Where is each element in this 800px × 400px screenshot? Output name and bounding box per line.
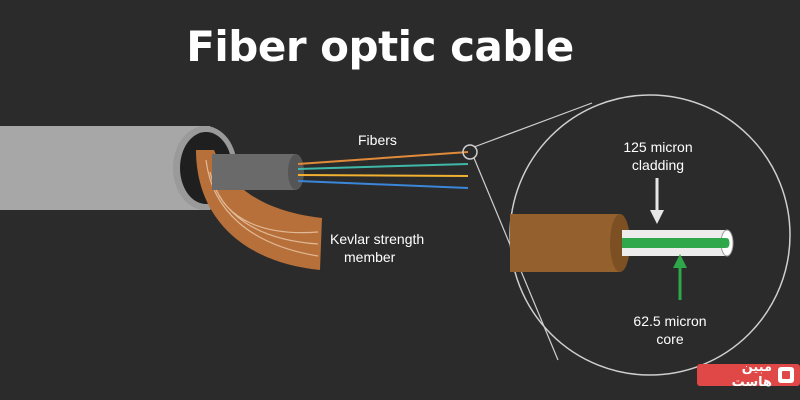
site-logo-icon	[778, 367, 794, 383]
core-label: 62.5 micron core	[610, 312, 730, 348]
fiber-strand	[297, 151, 469, 165]
cladding-label-line2: cladding	[631, 157, 685, 173]
fiber-strand	[297, 174, 469, 177]
fiber-buffer-coating-end	[610, 214, 630, 272]
buffer-tube-end	[288, 154, 304, 190]
fiber-core	[622, 238, 726, 248]
cladding-arrowhead	[650, 210, 664, 224]
core-label-line1: 62.5 micron	[633, 313, 707, 329]
cladding-label-line1: 125 micron	[623, 139, 693, 155]
fibers-label: Fibers	[358, 132, 397, 148]
fiber-strand	[297, 163, 469, 170]
callout-line-top	[473, 102, 593, 148]
watermark-badge[interactable]: مبین هاست	[697, 360, 800, 390]
kevlar-label-line2: member	[344, 249, 396, 265]
fiber-buffer-coating	[510, 214, 620, 272]
kevlar-label: Kevlar strength member	[330, 230, 424, 266]
fiber-strands	[297, 151, 469, 189]
magnifier-source-circle	[462, 144, 478, 160]
fiber-strand	[297, 180, 469, 189]
fiber-core-end	[724, 238, 730, 248]
watermark-text: مبین هاست	[731, 360, 773, 390]
buffer-tube	[212, 154, 296, 190]
core-arrowhead	[673, 254, 687, 268]
diagram-title: Fiber optic cable	[186, 22, 574, 71]
core-label-line2: core	[656, 331, 684, 347]
cladding-label: 125 micron cladding	[598, 138, 718, 174]
kevlar-label-line1: Kevlar strength	[330, 231, 425, 247]
